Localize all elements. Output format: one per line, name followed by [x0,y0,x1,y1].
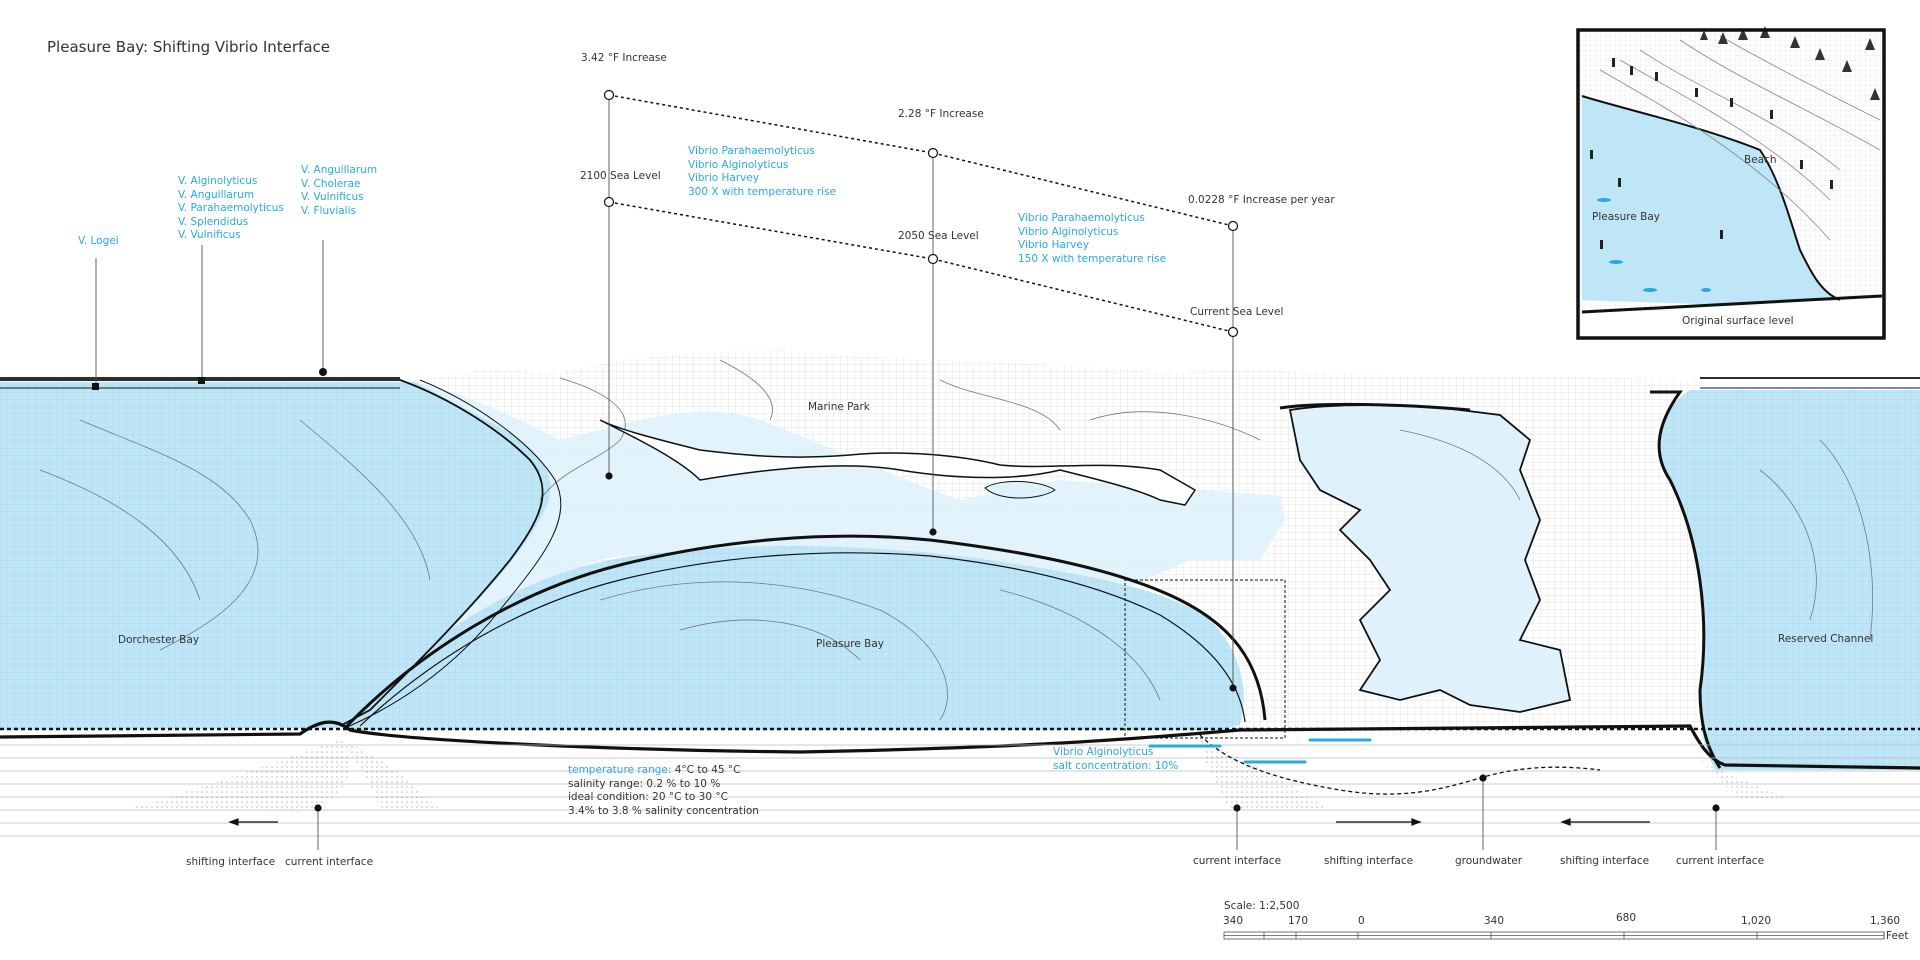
marine-park-label: Marine Park [808,401,870,413]
scale-tick-label: 340 [1484,915,1505,927]
scale-tick-label: 0 [1358,915,1365,927]
leader-lines [95,95,1717,850]
leader-dots [92,368,1720,812]
groundwater-stipple [130,740,1790,812]
inset-beach-label: Beach [1744,154,1777,166]
scale-tick-label: 340 [1223,915,1244,927]
right-current-interface-label-1: current interface [1193,855,1282,867]
inset-caption: Original surface level [1682,315,1794,327]
contour-lines [39,359,1873,721]
marine-park-shoreline [599,419,1197,506]
inset-map [1576,26,1886,340]
vibrio-conditions: temperature range: 4°C to 45 °C salinity… [568,764,759,818]
scale-tick-label: 680 [1616,912,1637,924]
interface-direction-arrows [228,818,1650,826]
right-current-interface-label-2: current interface [1676,855,1765,867]
temperature-label: temperature range: [568,764,675,776]
interface-lines [0,379,1722,769]
sea-level-current-label: Current Sea Level [1190,306,1284,318]
scale-tick-label: 1,020 [1741,915,1772,927]
temperature-value: 4°C to 45 °C [674,764,741,776]
scale-bar [1223,931,1885,940]
scale-unit: Feet [1886,930,1909,942]
species-group-2: V. Anguillarum V. Cholerae V. Vulnificus… [301,164,378,217]
species-logei: V. Logei [78,235,119,247]
species-2050: Vibrio Parahaemolyticus Vibrio Alginolyt… [1018,212,1167,265]
scale-tick-label: 170 [1288,915,1309,927]
scale-label: Scale: 1:2,500 [1224,900,1300,912]
right-shifting-interface-label-2: shifting interface [1560,855,1650,867]
increase-2050-label: 2.28 °F Increase [898,108,984,120]
salinity-concentration: 3.4% to 3.8 % salinity concentration [568,804,759,817]
groundwater-flow-line [1199,734,1601,795]
inset-bay-label: Pleasure Bay [1592,211,1661,223]
sea-level-2100-label: 2100 Sea Level [580,170,661,182]
right-shifting-interface-label-1: shifting interface [1324,855,1414,867]
species-group-1: V. Alginolyticus V. Anguillarum V. Parah… [178,175,284,242]
left-current-interface-label: current interface [285,856,374,868]
salinity-range: salinity range: 0.2 % to 10 % [568,777,721,790]
marine-park-pond [984,480,1056,499]
scale-tick-label: 1,360 [1870,915,1901,927]
sea-level-markers [603,89,1239,338]
ideal-condition: ideal condition: 20 °C to 30 °C [568,791,728,804]
sea-level-2050-label: 2050 Sea Level [898,230,979,242]
sea-level-projection-lines [608,94,1234,333]
salt-lens-markers [1148,738,1372,764]
species-2100: Vibrio Parahaemolyticus Vibrio Alginolyt… [688,145,837,198]
inset-location-box [1124,579,1286,739]
groundwater-label: groundwater [1455,855,1523,867]
reserved-channel-label: Reserved Channel [1778,633,1874,645]
increase-current-label: 0.0228 °F Increase per year [1188,194,1335,206]
alginolyticus-note: Vibrio Alginolyticus salt concentration:… [1053,746,1179,772]
dorchester-bay-label: Dorchester Bay [118,634,200,646]
pleasure-bay-label: Pleasure Bay [816,638,885,650]
diagram-title: Pleasure Bay: Shifting Vibrio Interface [47,38,330,56]
inset-bay-water [1582,96,1840,304]
left-shifting-interface-label: shifting interface [186,856,276,868]
increase-2100-label: 3.42 °F Increase [581,52,667,64]
